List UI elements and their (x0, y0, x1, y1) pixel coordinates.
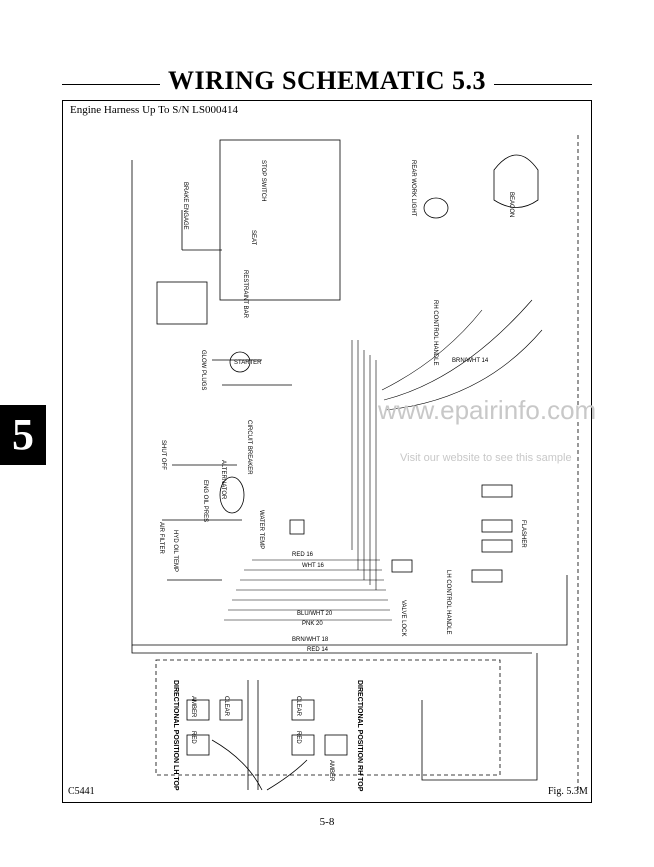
page-number: 5-8 (319, 816, 335, 828)
wire-blu-wht-20: BLU/WHT 20 (297, 611, 333, 617)
label-starter: STARTER (234, 360, 262, 366)
label-amber-1: AMBER (190, 696, 196, 718)
label-glow-plugs: GLOW PLUGS (200, 350, 206, 390)
schematic-frame (62, 100, 592, 803)
wire-wht-16: WHT 16 (302, 563, 325, 569)
title-rule-right (484, 84, 592, 85)
watermark-note: Visit our website to see this sample (400, 452, 572, 464)
label-circuit-breaker: CIRCUIT BREAKER (246, 420, 252, 475)
label-stop-switch: STOP SWITCH (260, 160, 266, 201)
label-dir-rh: DIRECTIONAL POSITION RH TOP (356, 680, 363, 792)
label-clear-1: CLEAR (223, 696, 229, 717)
label-red-2: RED (295, 731, 301, 744)
label-red-1: RED (190, 731, 196, 744)
label-rear-work-light: REAR WORK LIGHT (410, 160, 416, 217)
label-brake-engage: BRAKE ENGAGE (182, 182, 188, 230)
wire-brn-wht-18: BRN/WHT 18 (292, 637, 329, 643)
label-beacon: BEACON (508, 192, 514, 217)
label-rh-control-handle: RH CONTROL HANDLE (432, 300, 438, 365)
label-hyd-oil-temp: HYD OIL TEMP (172, 530, 178, 572)
label-valve-lock: VALVE LOCK (400, 600, 406, 636)
label-shut-off: SHUT OFF (160, 440, 166, 470)
title-rule-left (62, 84, 172, 85)
figure-number: Fig. 5.3M (548, 786, 588, 797)
label-seat: SEAT (250, 230, 256, 246)
label-dir-lh: DIRECTIONAL POSITION LH TOP (172, 680, 179, 791)
wire-brn-wht-14: BRN/WHT 14 (452, 358, 489, 364)
page-title: WIRING SCHEMATIC 5.3 (0, 66, 654, 96)
diagram-code: C5441 (68, 786, 95, 797)
wire-red-16: RED 16 (292, 552, 314, 558)
label-restraint-bar: RESTRAINT BAR (242, 270, 248, 319)
label-flasher: FLASHER (520, 520, 526, 548)
label-eng-oil-pres: ENG OIL PRES (202, 480, 208, 522)
label-alternator: ALTERNATOR (220, 460, 226, 500)
label-water-temp: WATER TEMP (258, 510, 264, 549)
watermark-site: www.epairinfo.com (378, 395, 597, 425)
wire-red-14: RED 14 (307, 647, 329, 653)
label-clear-2: CLEAR (295, 696, 301, 717)
page-title-text: WIRING SCHEMATIC 5.3 (160, 66, 494, 95)
chapter-tab: 5 (0, 405, 46, 465)
schematic-subtitle: Engine Harness Up To S/N LS000414 (70, 104, 238, 116)
label-lh-control-handle: LH CONTROL HANDLE (445, 570, 451, 634)
wire-pnk-20: PNK 20 (302, 621, 323, 627)
label-air-filter: AIR FILTER (158, 522, 164, 555)
wiring-schematic: REAR WORK LIGHT BEACON BRAKE ENGAGE SEAT… (131, 135, 579, 792)
label-amber-2: AMBER (328, 760, 334, 782)
